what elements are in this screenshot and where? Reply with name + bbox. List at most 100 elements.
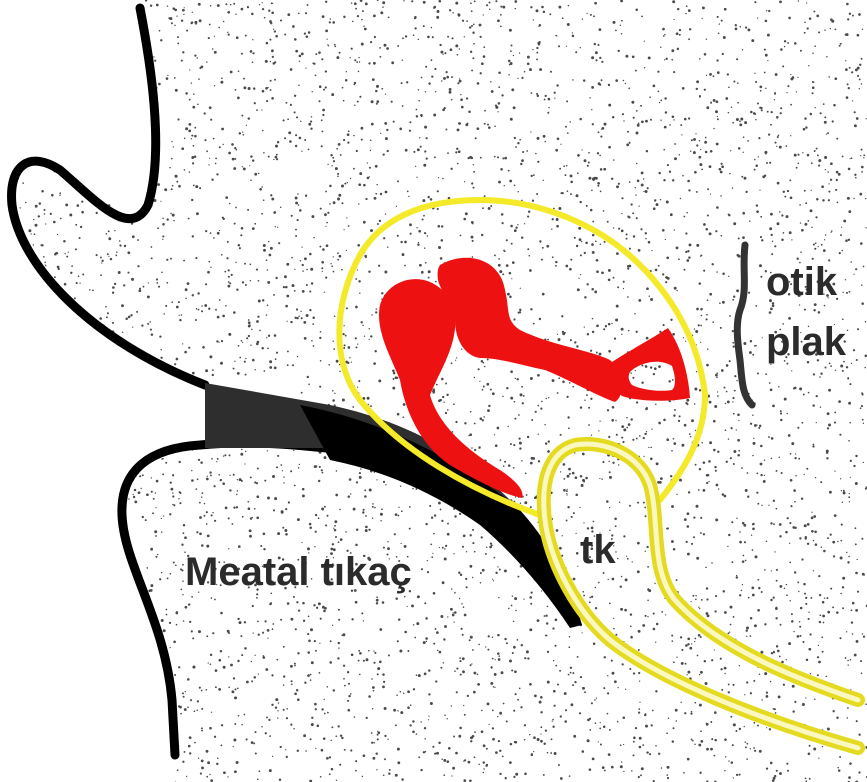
stipple-dot [411,604,414,607]
stipple-dot [850,659,852,661]
stipple-dot [745,746,747,748]
stipple-dot [0,593,2,595]
stipple-dot [471,236,474,239]
stipple-dot [55,530,57,532]
stipple-dot [477,683,480,686]
stipple-dot [393,372,396,375]
stipple-dot [665,276,668,279]
stipple-dot [442,108,445,111]
stipple-dot [416,177,417,178]
stipple-dot [474,756,476,758]
stipple-dot [137,179,140,182]
stipple-dot [789,562,791,564]
stipple-dot [492,579,493,580]
stipple-dot [276,154,278,156]
stipple-dot [688,117,690,119]
stipple-dot [863,574,865,576]
stipple-dot [276,158,278,160]
stipple-dot [597,44,599,46]
stipple-dot [568,5,570,7]
stipple-dot [160,707,162,709]
stipple-dot [376,596,378,598]
stipple-dot [52,528,54,530]
stipple-dot [72,558,74,560]
stipple-dot [681,649,683,651]
stipple-dot [823,103,825,105]
stipple-dot [700,636,702,638]
stipple-dot [28,592,31,595]
stipple-dot [768,134,770,136]
stipple-dot [572,472,575,475]
stipple-dot [725,97,728,100]
stipple-dot [295,229,297,231]
stipple-dot [715,518,718,521]
stipple-dot [693,516,695,518]
stipple-dot [71,757,72,758]
stipple-dot [592,318,594,320]
stipple-dot [466,20,468,22]
stipple-dot [552,256,554,258]
stipple-dot [723,590,725,592]
stipple-dot [818,311,821,314]
stipple-dot [47,34,49,36]
stipple-dot [709,441,712,444]
stipple-dot [784,398,787,401]
stipple-dot [354,105,355,106]
stipple-dot [351,361,352,362]
stipple-dot [681,134,682,135]
stipple-dot [201,305,202,306]
stipple-dot [700,255,701,256]
stipple-dot [283,684,284,685]
stipple-dot [82,48,84,50]
stipple-dot [346,250,347,251]
stipple-dot [781,214,783,216]
stipple-dot [323,610,326,613]
stipple-dot [630,636,633,639]
stipple-dot [58,84,61,87]
stipple-dot [75,542,76,543]
stipple-dot [183,532,185,534]
stipple-dot [49,756,50,757]
stipple-dot [543,180,544,181]
stipple-dot [192,637,194,639]
stipple-dot [373,15,376,18]
stipple-dot [346,71,347,72]
stipple-dot [104,770,106,772]
stipple-dot [377,667,380,670]
stipple-dot [560,144,561,145]
stipple-dot [839,434,841,436]
stipple-dot [428,82,430,84]
stipple-dot [625,83,626,84]
stipple-dot [619,502,620,503]
stipple-dot [76,718,78,720]
stipple-dot [51,323,54,326]
stipple-dot [845,657,847,659]
stipple-dot [283,646,285,648]
stipple-dot [562,535,563,536]
stipple-dot [569,382,571,384]
stipple-dot [473,691,476,694]
stipple-dot [858,771,860,773]
stipple-dot [700,149,701,150]
stipple-dot [189,752,191,754]
stipple-dot [489,2,491,4]
stipple-dot [120,675,122,677]
stipple-dot [196,308,198,310]
stipple-dot [177,42,179,44]
stipple-dot [582,591,584,593]
stipple-dot [734,375,735,376]
stipple-dot [545,95,547,97]
stipple-dot [364,495,367,498]
stipple-dot [498,86,500,88]
stipple-dot [96,369,97,370]
stipple-dot [176,624,178,626]
stipple-dot [24,64,27,67]
stipple-dot [53,221,56,224]
stipple-dot [14,417,16,419]
stipple-dot [274,61,276,63]
stipple-dot [81,774,84,777]
stipple-dot [498,181,501,184]
stipple-dot [808,392,810,394]
stipple-dot [561,315,563,317]
stipple-dot [814,45,816,47]
